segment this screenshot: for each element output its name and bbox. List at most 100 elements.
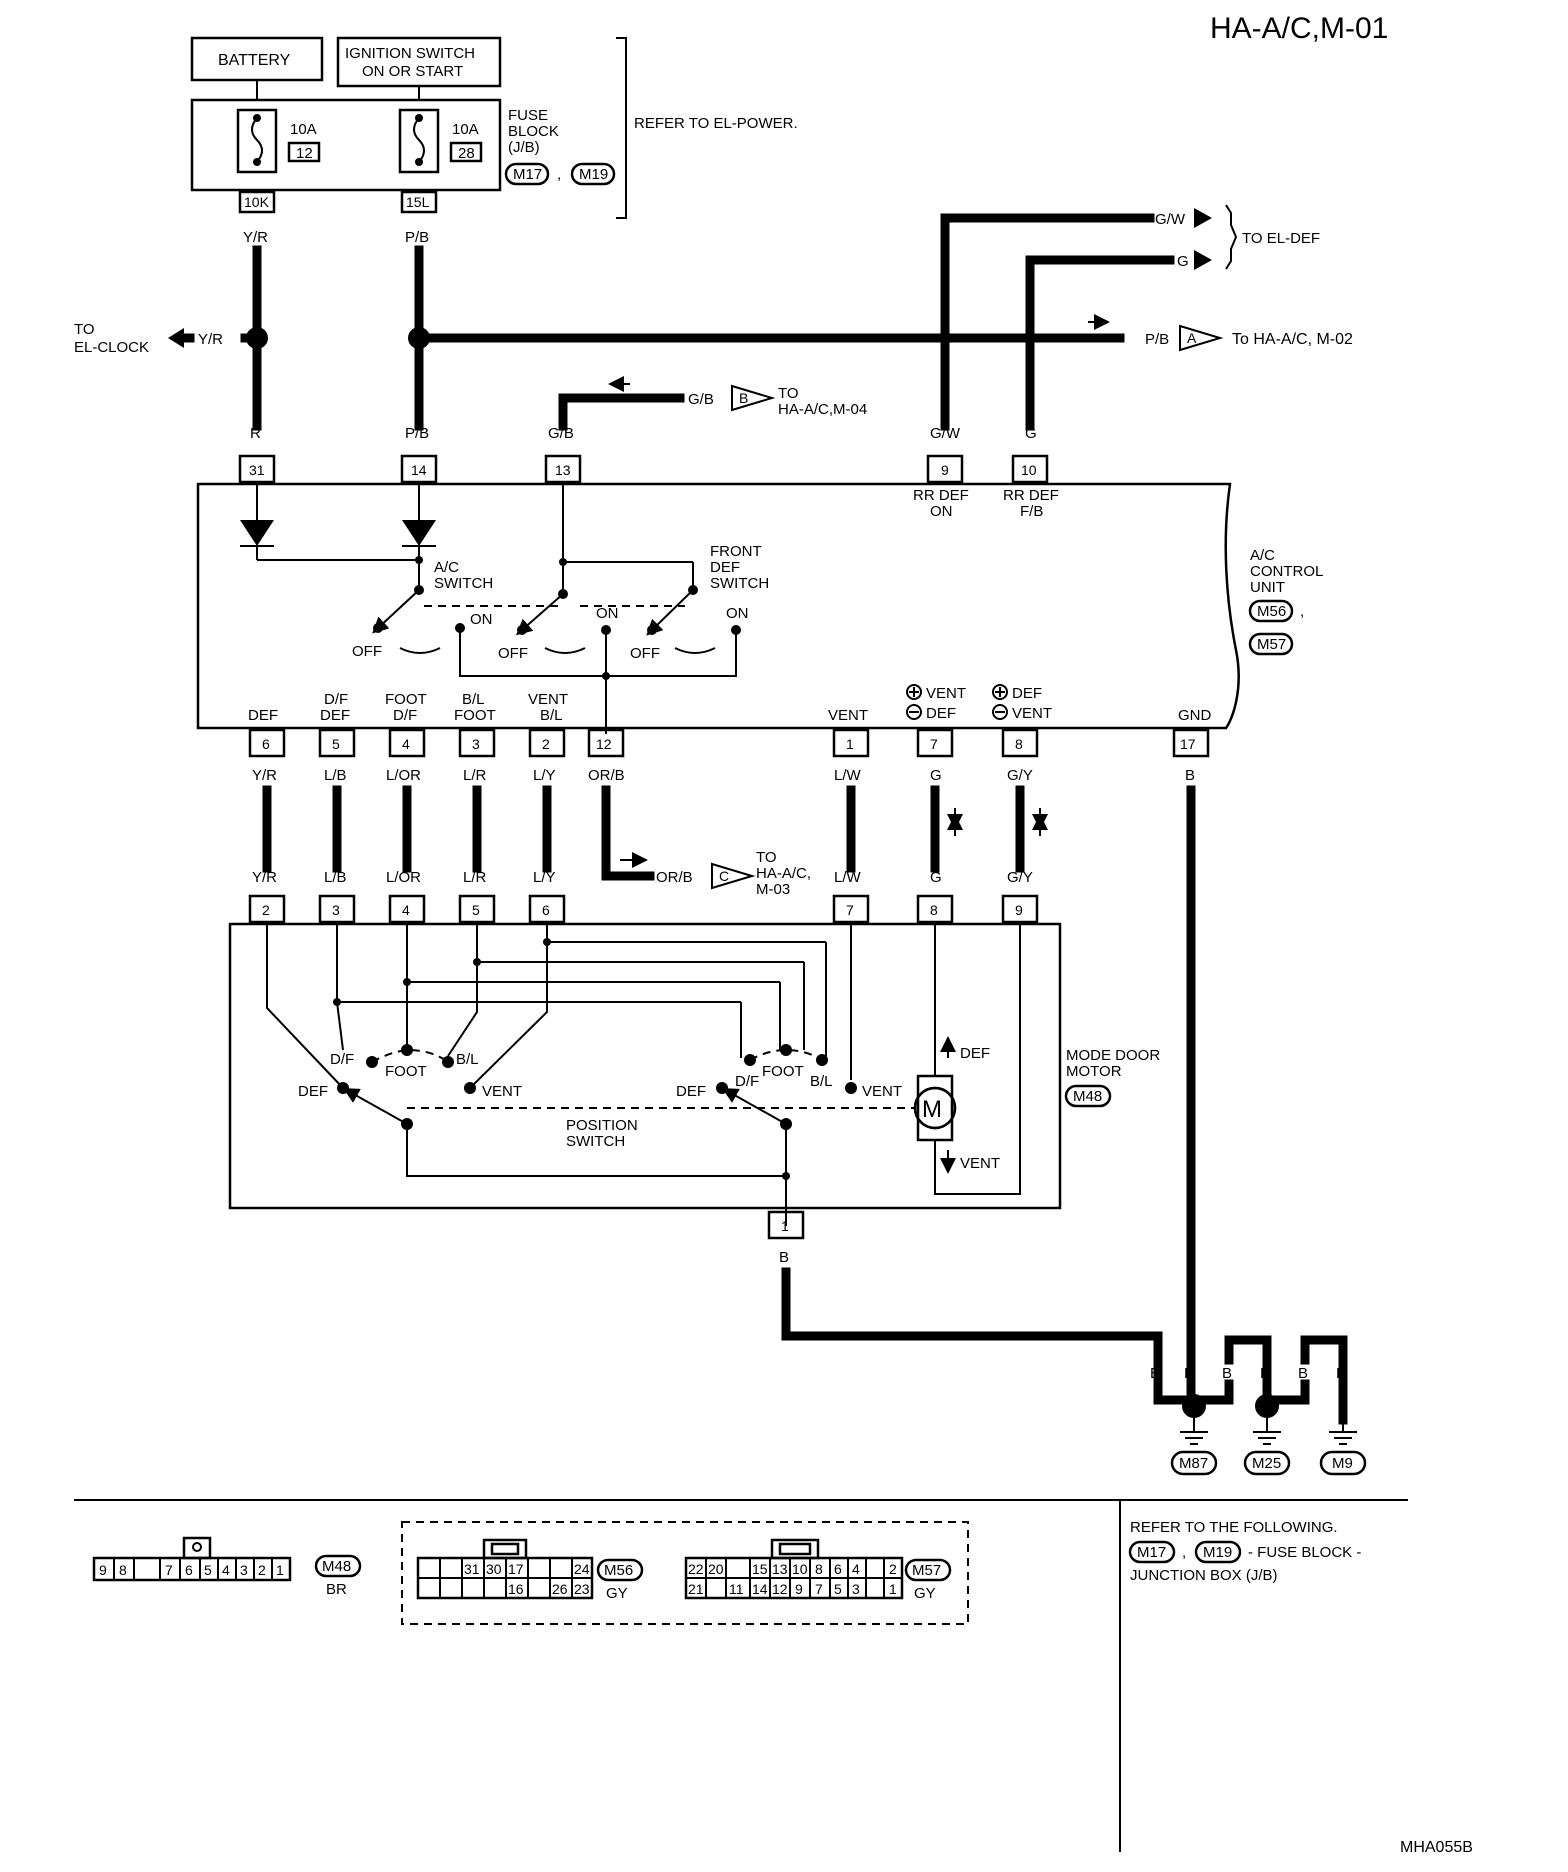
svg-text:DEF: DEF	[298, 1083, 328, 1100]
svg-text:23: 23	[574, 1581, 590, 1597]
svg-text:Y/R: Y/R	[252, 869, 277, 886]
svg-text:22: 22	[688, 1561, 704, 1577]
svg-text:M: M	[922, 1096, 942, 1123]
svg-text:POSITION: POSITION	[566, 1117, 638, 1134]
svg-text:F/B: F/B	[1020, 503, 1043, 520]
svg-text:B: B	[1184, 1365, 1194, 1382]
svg-text:M57: M57	[912, 1562, 941, 1579]
svg-text:M17: M17	[513, 166, 542, 183]
svg-text:,: ,	[1300, 603, 1304, 620]
svg-text:31: 31	[249, 462, 265, 478]
svg-text:L/W: L/W	[834, 767, 862, 784]
svg-text:L/R: L/R	[463, 869, 487, 886]
svg-text:B: B	[1150, 1365, 1160, 1382]
svg-text:VENT: VENT	[926, 685, 966, 702]
svg-text:FOOT: FOOT	[454, 707, 496, 724]
svg-text:RR DEF: RR DEF	[913, 487, 969, 504]
svg-text:TO: TO	[756, 849, 777, 866]
svg-text:DEF: DEF	[320, 707, 350, 724]
svg-text:4: 4	[402, 902, 410, 918]
svg-text:B: B	[739, 390, 748, 406]
svg-text:13: 13	[772, 1561, 788, 1577]
svg-text:(J/B): (J/B)	[508, 139, 540, 156]
svg-text:8: 8	[1015, 736, 1023, 752]
svg-text:DEF: DEF	[960, 1045, 990, 1062]
svg-text:GND: GND	[1178, 707, 1212, 724]
svg-text:M56: M56	[604, 1562, 633, 1579]
svg-text:EL-CLOCK: EL-CLOCK	[74, 339, 149, 356]
svg-text:12: 12	[772, 1581, 788, 1597]
svg-text:FOOT: FOOT	[385, 691, 427, 708]
svg-text:12: 12	[596, 736, 612, 752]
svg-text:3: 3	[240, 1562, 248, 1578]
svg-text:Y/R: Y/R	[252, 767, 277, 784]
svg-text:10K: 10K	[244, 194, 270, 210]
svg-text:MODE DOOR: MODE DOOR	[1066, 1047, 1160, 1064]
svg-text:1: 1	[889, 1581, 897, 1597]
svg-text:SWITCH: SWITCH	[566, 1133, 625, 1150]
connector-m56: 31 30 17 24 16 26 23 M56 GY	[416, 1538, 644, 1602]
svg-text:9: 9	[795, 1581, 803, 1597]
svg-text:M19: M19	[579, 166, 608, 183]
svg-text:- FUSE BLOCK -: - FUSE BLOCK -	[1248, 1544, 1361, 1561]
svg-text:9: 9	[99, 1562, 107, 1578]
svg-text:FOOT: FOOT	[762, 1063, 804, 1080]
svg-text:OFF: OFF	[630, 645, 660, 662]
svg-text:14: 14	[411, 462, 427, 478]
svg-text:CONTROL: CONTROL	[1250, 563, 1323, 580]
svg-text:L/B: L/B	[324, 869, 347, 886]
svg-text:G: G	[930, 869, 942, 886]
svg-text:A/C: A/C	[434, 559, 459, 576]
ref-to-m02: To HA-A/C, M-02	[1232, 331, 1353, 348]
svg-text:D/F: D/F	[393, 707, 417, 724]
figure-id: MHA055B	[1400, 1839, 1473, 1856]
ground-m87: M87	[1179, 1455, 1208, 1472]
page-title: HA-A/C,M-01	[1210, 12, 1388, 45]
svg-text:7: 7	[846, 902, 854, 918]
svg-text:A: A	[1187, 330, 1197, 346]
svg-text:VENT: VENT	[528, 691, 568, 708]
svg-text:11: 11	[729, 1581, 744, 1597]
svg-text:B/L: B/L	[810, 1073, 833, 1090]
svg-text:D/F: D/F	[324, 691, 348, 708]
svg-text:B/L: B/L	[456, 1051, 479, 1068]
svg-text:10: 10	[792, 1561, 808, 1577]
svg-text:FRONT: FRONT	[710, 543, 762, 560]
svg-text:8: 8	[119, 1562, 127, 1578]
svg-text:G: G	[930, 767, 942, 784]
svg-text:7: 7	[815, 1581, 823, 1597]
svg-text:ON: ON	[930, 503, 953, 520]
svg-text:SWITCH: SWITCH	[434, 575, 493, 592]
svg-text:4: 4	[852, 1561, 860, 1577]
svg-text:G: G	[1025, 425, 1037, 442]
svg-text:M17: M17	[1137, 1544, 1166, 1561]
svg-text:8: 8	[930, 902, 938, 918]
svg-text:,: ,	[1182, 1544, 1186, 1561]
svg-text:B: B	[1298, 1365, 1308, 1382]
svg-text:10: 10	[1021, 462, 1037, 478]
svg-text:OFF: OFF	[352, 643, 382, 660]
svg-text:7: 7	[930, 736, 938, 752]
svg-text:G/W: G/W	[1155, 211, 1186, 228]
svg-text:2: 2	[262, 902, 270, 918]
svg-text:3: 3	[332, 902, 340, 918]
svg-text:DEF: DEF	[926, 705, 956, 722]
svg-text:ON: ON	[596, 605, 619, 622]
svg-text:Y/R: Y/R	[243, 229, 268, 246]
svg-text:UNIT: UNIT	[1250, 579, 1285, 596]
svg-text:L/Y: L/Y	[533, 767, 556, 784]
svg-text:B/L: B/L	[540, 707, 563, 724]
svg-text:G: G	[1177, 253, 1189, 270]
position-switch-wiring	[266, 922, 852, 1089]
cu-top-pins: 31 14 13 9 10	[238, 454, 1049, 484]
svg-text:OFF: OFF	[498, 645, 528, 662]
svg-text:B: B	[1185, 767, 1195, 784]
connector-m57: 22 20 15 13 10 8 6 4 2 21 11 14 12 9 7 5…	[684, 1538, 952, 1602]
svg-text:2: 2	[542, 736, 550, 752]
footer-refer-title: REFER TO THE FOLLOWING.	[1130, 1519, 1338, 1536]
svg-text:28: 28	[458, 145, 475, 162]
svg-text:VENT: VENT	[862, 1083, 902, 1100]
ground-m9: M9	[1332, 1455, 1353, 1472]
svg-text:12: 12	[296, 145, 313, 162]
motor-top-pins: 2 3 4 5 6 7 8 9	[248, 894, 1039, 924]
